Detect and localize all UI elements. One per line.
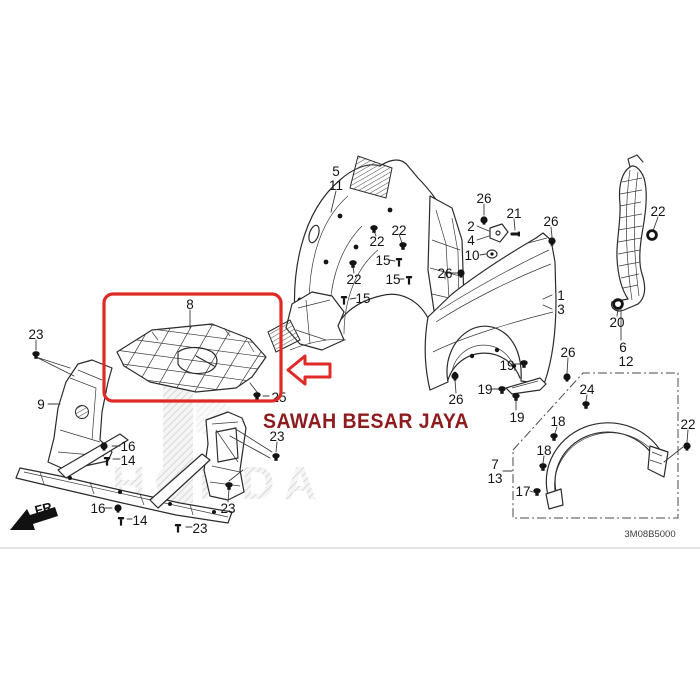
seller-annotation: SAWAH BESAR JAYA bbox=[102, 292, 469, 433]
callout-13: 13 bbox=[487, 471, 502, 486]
callout-19: 19 bbox=[477, 382, 492, 397]
callout-6: 6 bbox=[619, 340, 627, 355]
callout-26: 26 bbox=[543, 214, 558, 229]
callout-23: 23 bbox=[220, 501, 235, 516]
side-cover-part-9 bbox=[47, 359, 113, 471]
clip-icon bbox=[539, 463, 547, 471]
clip-icon bbox=[533, 488, 541, 496]
engine-cover-part-8 bbox=[116, 323, 267, 393]
callout-labels: 23 9 16 14 16 14 23 23 23 8 25 5 11 22 2… bbox=[28, 164, 695, 536]
screw-icon bbox=[174, 524, 182, 533]
callout-2: 2 bbox=[467, 219, 475, 234]
callout-26: 26 bbox=[448, 392, 463, 407]
callout-9: 9 bbox=[37, 397, 45, 412]
side-cover-right-tower bbox=[203, 411, 247, 501]
fr-arrow-icon bbox=[10, 507, 58, 530]
callout-23: 23 bbox=[192, 521, 207, 536]
callout-8: 8 bbox=[186, 297, 194, 312]
callout-22: 22 bbox=[369, 234, 384, 249]
highlight-arrow-icon bbox=[286, 354, 332, 386]
callout-12: 12 bbox=[618, 354, 633, 369]
callout-24: 24 bbox=[579, 382, 595, 397]
nut-icon bbox=[683, 442, 691, 451]
clip-icon bbox=[498, 386, 506, 394]
callout-23: 23 bbox=[28, 327, 43, 342]
leader-lines bbox=[35, 190, 689, 528]
callout-23: 23 bbox=[269, 429, 284, 444]
screw-icon bbox=[117, 517, 125, 526]
nut-icon bbox=[451, 372, 459, 381]
clip-icon bbox=[512, 393, 520, 401]
clip-icon bbox=[253, 392, 261, 400]
callout-15: 15 bbox=[355, 291, 370, 306]
callout-21: 21 bbox=[506, 206, 521, 221]
fr-direction-marker: FR. bbox=[10, 498, 58, 530]
fender-stay-bracket bbox=[505, 377, 547, 395]
callout-22: 22 bbox=[346, 272, 361, 287]
callout-22: 22 bbox=[680, 417, 695, 432]
grommet-icon bbox=[646, 229, 658, 241]
bracket-part-2-4 bbox=[489, 223, 509, 243]
pillar-garnish-part-6-12 bbox=[611, 154, 647, 312]
fr-label: FR. bbox=[33, 498, 57, 518]
clip-icon bbox=[582, 401, 590, 409]
nut-icon bbox=[114, 504, 122, 513]
parts-drawing bbox=[15, 154, 669, 524]
callout-14: 14 bbox=[132, 513, 148, 528]
callout-17: 17 bbox=[515, 484, 530, 499]
callout-3: 3 bbox=[557, 302, 565, 317]
clip-icon bbox=[550, 433, 558, 441]
reference-box-group: 3M08B5000 bbox=[512, 372, 679, 540]
nut-icon bbox=[480, 216, 488, 225]
callout-15: 15 bbox=[375, 253, 390, 268]
callout-16: 16 bbox=[90, 501, 105, 516]
callout-19: 19 bbox=[509, 410, 524, 425]
front-under-rail bbox=[15, 433, 233, 524]
callout-16: 16 bbox=[120, 439, 135, 454]
liner-lower-bracket bbox=[267, 291, 347, 353]
callout-18: 18 bbox=[550, 414, 565, 429]
callout-19: 19 bbox=[499, 358, 514, 373]
diagram-code: 3M08B5000 bbox=[624, 529, 675, 540]
callout-18: 18 bbox=[536, 443, 551, 458]
callout-22: 22 bbox=[650, 204, 665, 219]
callout-26: 26 bbox=[437, 266, 452, 281]
callout-15: 15 bbox=[385, 272, 400, 287]
callout-7: 7 bbox=[491, 457, 499, 472]
callout-22: 22 bbox=[391, 223, 406, 238]
dash-dot-reference-box bbox=[512, 372, 679, 519]
bolt-icon bbox=[510, 231, 520, 237]
grommet-part-10 bbox=[486, 249, 498, 259]
arch-molding-part-7-13 bbox=[545, 422, 669, 510]
highlight-box bbox=[102, 292, 283, 403]
callout-20: 20 bbox=[609, 315, 624, 330]
nut-icon bbox=[563, 373, 571, 382]
callout-14: 14 bbox=[120, 453, 136, 468]
callout-4: 4 bbox=[467, 233, 475, 248]
callout-5: 5 bbox=[332, 164, 340, 179]
seller-watermark-text: SAWAH BESAR JAYA bbox=[263, 410, 469, 433]
callout-26: 26 bbox=[476, 191, 491, 206]
callout-11: 11 bbox=[329, 178, 343, 193]
callout-1: 1 bbox=[557, 288, 565, 303]
callout-26: 26 bbox=[560, 345, 575, 360]
callout-10: 10 bbox=[464, 248, 479, 263]
